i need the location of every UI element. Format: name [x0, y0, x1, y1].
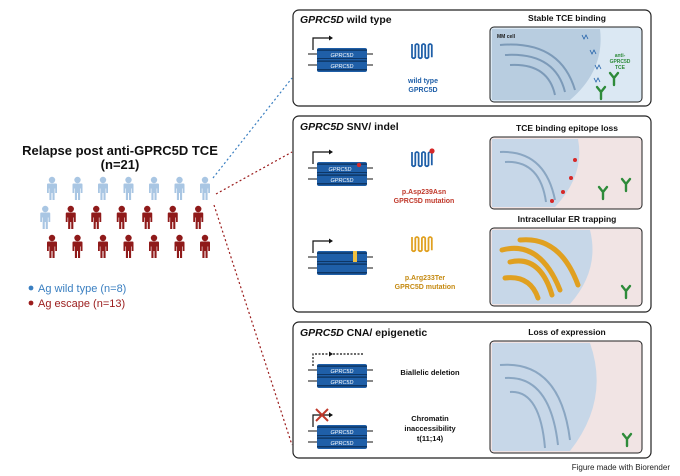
gene-locus: GPRC5D GPRC5D — [308, 351, 373, 388]
patient-wildtype-icon — [200, 176, 210, 200]
gene-locus — [308, 238, 373, 275]
gene-locus: GPRC5D GPRC5D — [308, 408, 373, 449]
patient-wildtype-icon — [40, 205, 51, 229]
patient-wildtype-icon — [123, 176, 134, 200]
patient-wildtype-icon — [174, 176, 185, 200]
gene-label: GPRC5D — [331, 369, 354, 375]
patient-escape-icon — [116, 205, 127, 229]
cell-title: Stable TCE binding — [528, 13, 606, 23]
mutation-marker — [356, 162, 362, 168]
patient-escape-icon — [174, 234, 185, 258]
connector-lines — [212, 77, 293, 446]
gene-locus: GPRC5D GPRC5D — [308, 149, 373, 186]
cell-illustration — [489, 227, 643, 307]
gene-label: GPRC5D — [331, 430, 354, 436]
panel-wild-type-title: GPRC5D wild type — [300, 14, 392, 26]
patient-wildtype-icon — [98, 176, 108, 200]
legend-dot-escape — [28, 300, 34, 306]
gene-locus: GPRC5D GPRC5D — [308, 35, 373, 72]
connector-cna — [213, 204, 293, 446]
panel-snv-indel-title: GPRC5D SNV/ indel — [300, 121, 399, 133]
mechanism-label: Chromatin — [411, 414, 449, 423]
gene-label: GPRC5D — [331, 441, 354, 447]
cohort-summary: Relapse post anti-GPRC5D TCE (n=21) Ag w… — [22, 143, 218, 310]
figure-credit: Figure made with Biorender — [572, 463, 671, 472]
cell-illustration — [489, 136, 643, 210]
stop-codon-marker — [353, 251, 357, 264]
mechanism-label: Biallelic deletion — [400, 368, 460, 377]
legend-label-wildtype: Ag wild type (n=8) — [38, 283, 126, 295]
patient-wildtype-icon — [72, 176, 83, 200]
patient-escape-icon — [91, 205, 102, 229]
cell-illustration — [489, 340, 643, 454]
patient-escape-icon — [167, 205, 178, 229]
cohort-title: Relapse post anti-GPRC5D TCE — [22, 143, 218, 158]
patient-icons — [40, 176, 210, 258]
protein-label: p.Arg233Ter — [405, 275, 446, 282]
protein-label: GPRC5D mutation — [395, 284, 456, 291]
cell-title: TCE binding epitope loss — [516, 123, 618, 133]
patient-escape-icon — [200, 234, 210, 258]
legend-label-escape: Ag escape (n=13) — [38, 298, 125, 310]
patient-escape-icon — [65, 205, 76, 229]
panel-cna-epigenetic: GPRC5D CNA/ epigenetic GPRC5D GPRC5D Bia… — [292, 321, 652, 459]
patient-escape-icon — [193, 205, 204, 229]
patient-escape-icon — [149, 234, 159, 258]
blocked-icon — [315, 408, 329, 422]
mechanism-label: inaccessibility — [404, 424, 456, 433]
antibody-label: GPRC5D — [610, 59, 631, 65]
protein-label: wild type — [407, 78, 438, 85]
patient-wildtype-icon — [149, 176, 159, 200]
cell-title: Loss of expression — [528, 327, 605, 337]
cell-title: Intracellular ER trapping — [518, 214, 617, 224]
antibody-label: TCE — [615, 65, 626, 71]
mechanism-label: t(11;14) — [417, 434, 444, 443]
antibody-label: anti- — [615, 53, 626, 59]
patient-escape-icon — [98, 234, 108, 258]
connector-wildtype — [212, 77, 293, 179]
gene-label: GPRC5D — [331, 178, 354, 184]
gene-label: GPRC5D — [331, 64, 354, 70]
protein-label: p.Asp239Asn — [402, 189, 446, 196]
receptor-icon — [411, 43, 433, 60]
patient-escape-icon — [47, 234, 57, 258]
legend-dot-wildtype — [28, 285, 34, 291]
panel-snv-indel: GPRC5D SNV/ indel GPRC5D GPRC5D p.Asp239… — [292, 115, 652, 313]
mutant-receptor-icon — [411, 148, 435, 168]
connector-snv — [215, 151, 293, 195]
protein-label: GPRC5D mutation — [394, 198, 455, 205]
gene-label: GPRC5D — [329, 167, 352, 173]
panel-wild-type: GPRC5D wild type GPRC5D GPRC5D wild type… — [292, 9, 652, 107]
protein-label: GPRC5D — [408, 87, 437, 94]
patient-wildtype-icon — [47, 176, 57, 200]
truncated-receptor-icon — [411, 236, 433, 253]
cell-label: MM cell — [497, 34, 516, 40]
patient-escape-icon — [72, 234, 83, 258]
cell-illustration: MM cell anti- GPRC5D TCE — [489, 26, 643, 103]
patient-escape-icon — [123, 234, 134, 258]
gene-label: GPRC5D — [331, 380, 354, 386]
panel-cna-epigenetic-title: GPRC5D CNA/ epigenetic — [300, 327, 427, 339]
gene-label: GPRC5D — [331, 53, 354, 59]
cohort-count: (n=21) — [101, 157, 140, 172]
patient-escape-icon — [142, 205, 153, 229]
